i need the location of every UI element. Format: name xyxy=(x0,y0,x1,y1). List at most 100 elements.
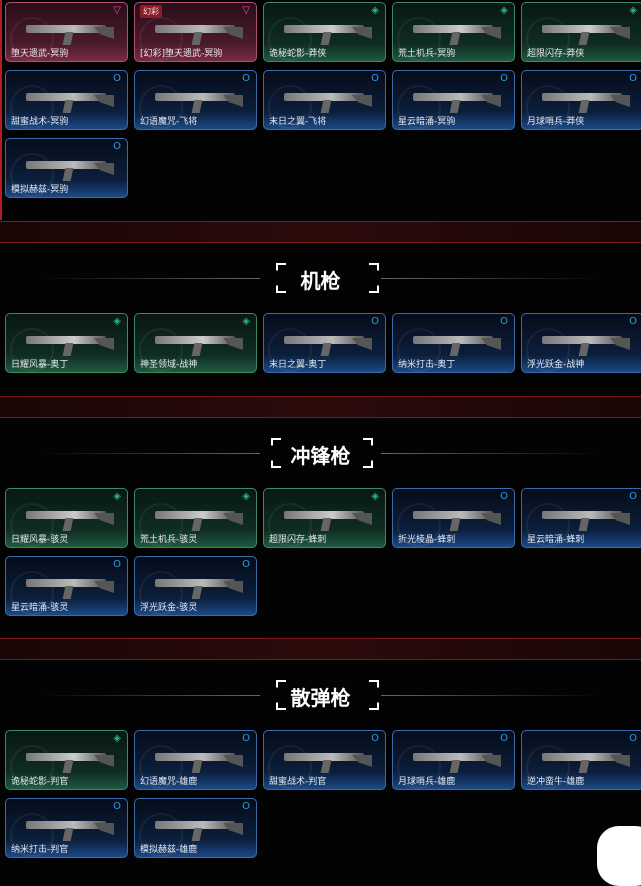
skin-card[interactable]: O 模拟赫兹-冥驹 xyxy=(5,138,128,198)
skin-card[interactable]: ◈ 神圣领域-战神 xyxy=(134,313,257,373)
skin-name: 星云暗涌-冥驹 xyxy=(398,117,456,127)
section-divider xyxy=(0,221,641,243)
weapon-image xyxy=(284,25,364,33)
section-header: 机枪 xyxy=(0,259,641,299)
skin-card[interactable]: ◈ 诡秘蛇影-莽侠 xyxy=(263,2,386,62)
emblem-decoration xyxy=(526,745,570,789)
weapon-image xyxy=(155,511,235,519)
skin-card[interactable]: O 星云暗涌-骇灵 xyxy=(5,556,128,616)
weapon-image xyxy=(542,511,622,519)
skin-name: 甜蜜战术-判官 xyxy=(269,777,327,787)
section-divider xyxy=(0,638,641,660)
skin-grid: ◈ 日耀风暴-骇灵 ◈ 荒土机兵-骇灵 ◈ 超限闪存-蜂刺 O 折光棱晶-蜂刺 … xyxy=(5,488,641,616)
skin-card[interactable]: O 甜蜜战术-冥驹 xyxy=(5,70,128,130)
emblem-decoration xyxy=(10,503,54,547)
weapon-image xyxy=(284,753,364,761)
emblem-decoration xyxy=(268,85,312,129)
skin-name: 折光棱晶-蜂刺 xyxy=(398,535,456,545)
weapon-image xyxy=(155,336,235,344)
diamond-icon: ◈ xyxy=(113,491,121,502)
emblem-decoration xyxy=(139,328,183,372)
skin-card[interactable]: ◈ 诡秘蛇影-判官 xyxy=(5,730,128,790)
weapon-image xyxy=(155,753,235,761)
skin-card[interactable]: O 纳米打击-判官 xyxy=(5,798,128,858)
skin-card[interactable]: O 浮光跃金-战神 xyxy=(521,313,641,373)
skin-card[interactable]: O 末日之翼-奥丁 xyxy=(263,313,386,373)
skin-name: 月球哨兵-雄鹿 xyxy=(398,777,456,787)
emblem-decoration xyxy=(268,17,312,61)
weapon-image xyxy=(413,511,493,519)
diamond-icon: ◈ xyxy=(242,491,250,502)
ring-icon: O xyxy=(242,801,250,812)
skin-name: 堕天遗武-冥驹 xyxy=(11,49,69,59)
skin-card[interactable]: ◈ 日耀风暴-奥丁 xyxy=(5,313,128,373)
section-divider xyxy=(0,396,641,418)
emblem-decoration xyxy=(10,571,54,615)
skin-name: 浮光跃金-战神 xyxy=(527,360,585,370)
ring-icon: O xyxy=(113,559,121,570)
emblem-decoration xyxy=(397,503,441,547)
skin-name: 末日之翼-奥丁 xyxy=(269,360,327,370)
weapon-image xyxy=(413,25,493,33)
skin-name: 超限闪存-莽侠 xyxy=(527,49,585,59)
emblem-decoration xyxy=(526,503,570,547)
skin-name: 诡秘蛇影-判官 xyxy=(11,777,69,787)
skin-card[interactable]: O 浮光跃金-骇灵 xyxy=(134,556,257,616)
ring-icon: O xyxy=(500,73,508,84)
header-line xyxy=(381,453,601,454)
weapon-image xyxy=(26,753,106,761)
ring-icon: O xyxy=(371,73,379,84)
diamond-icon: ◈ xyxy=(371,5,379,16)
emblem-decoration xyxy=(139,17,183,61)
emblem-decoration xyxy=(139,745,183,789)
skin-card[interactable]: O 幻语魔咒-飞将 xyxy=(134,70,257,130)
emblem-decoration xyxy=(397,85,441,129)
skin-card[interactable]: O 星云暗涌-蜂刺 xyxy=(521,488,641,548)
weapon-image xyxy=(155,93,235,101)
triangle-icon: ▽ xyxy=(242,5,250,16)
skin-name: 模拟赫兹-雄鹿 xyxy=(140,845,198,855)
skin-card[interactable]: O 甜蜜战术-判官 xyxy=(263,730,386,790)
section-header: 散弹枪 xyxy=(0,676,641,716)
skin-card[interactable]: O 月球哨兵-雄鹿 xyxy=(392,730,515,790)
weapon-image xyxy=(155,25,235,33)
skin-card[interactable]: ◈ 日耀风暴-骇灵 xyxy=(5,488,128,548)
skin-card[interactable]: O 折光棱晶-蜂刺 xyxy=(392,488,515,548)
diamond-icon: ◈ xyxy=(500,5,508,16)
section-title: 机枪 xyxy=(300,269,341,293)
ring-icon: O xyxy=(371,316,379,327)
skin-card[interactable]: O 模拟赫兹-雄鹿 xyxy=(134,798,257,858)
weapon-image xyxy=(542,93,622,101)
skin-name: 末日之翼-飞将 xyxy=(269,117,327,127)
skin-card[interactable]: ◈ 超限闪存-蜂刺 xyxy=(263,488,386,548)
skin-card[interactable]: O 逆冲蛮牛-雄鹿 xyxy=(521,730,641,790)
skin-card[interactable]: ◈ 荒土机兵-冥驹 xyxy=(392,2,515,62)
ring-icon: O xyxy=(371,733,379,744)
skin-card[interactable]: ◈ 超限闪存-莽侠 xyxy=(521,2,641,62)
skin-card[interactable]: 幻彩 ▽ [幻彩]堕天遗武-冥驹 xyxy=(134,2,257,62)
diamond-icon: ◈ xyxy=(242,316,250,327)
skin-card[interactable]: O 星云暗涌-冥驹 xyxy=(392,70,515,130)
ring-icon: O xyxy=(242,559,250,570)
skin-card[interactable]: O 月球哨兵-莽侠 xyxy=(521,70,641,130)
weapon-image xyxy=(26,821,106,829)
weapon-image xyxy=(26,161,106,169)
skin-card[interactable]: O 末日之翼-飞将 xyxy=(263,70,386,130)
floating-button[interactable] xyxy=(597,826,641,886)
skin-card[interactable]: ◈ 荒土机兵-骇灵 xyxy=(134,488,257,548)
weapon-image xyxy=(155,821,235,829)
skin-card[interactable]: ▽ 堕天遗武-冥驹 xyxy=(5,2,128,62)
emblem-decoration xyxy=(10,813,54,857)
header-line xyxy=(40,453,260,454)
ring-icon: O xyxy=(629,73,637,84)
triangle-icon: ▽ xyxy=(113,5,121,16)
skin-card[interactable]: O 纳米打击-奥丁 xyxy=(392,313,515,373)
skin-name: 星云暗涌-骇灵 xyxy=(11,603,69,613)
weapon-image xyxy=(26,511,106,519)
skin-grid: ◈ 日耀风暴-奥丁 ◈ 神圣领域-战神 O 末日之翼-奥丁 O 纳米打击-奥丁 … xyxy=(5,313,641,373)
emblem-decoration xyxy=(139,503,183,547)
weapon-image xyxy=(284,93,364,101)
skin-card[interactable]: O 幻语魔咒-雄鹿 xyxy=(134,730,257,790)
skin-name: [幻彩]堕天遗武-冥驹 xyxy=(140,49,223,59)
skin-name: 幻语魔咒-飞将 xyxy=(140,117,198,127)
